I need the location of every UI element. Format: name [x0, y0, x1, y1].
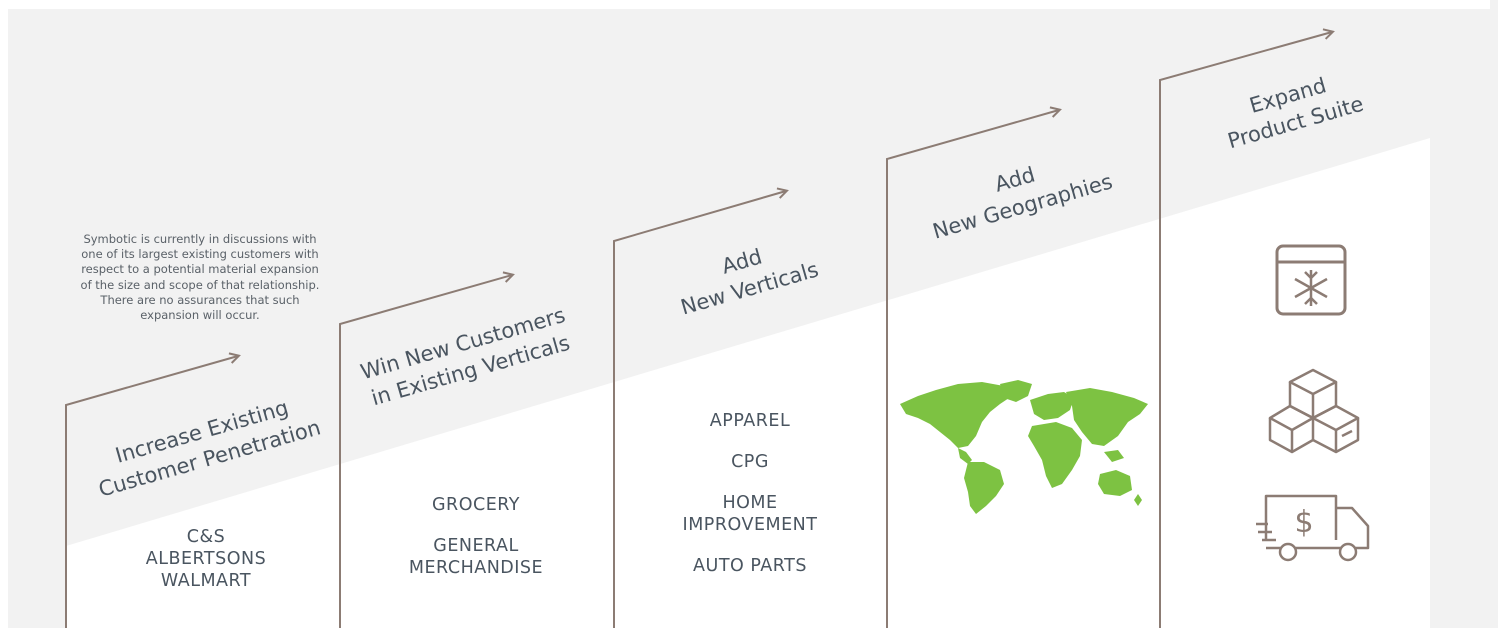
list-item: GROCERY — [431, 495, 520, 515]
top-strip — [8, 0, 1490, 9]
truck-dollar-sign: $ — [1294, 505, 1313, 540]
freezer-snowflake-icon — [1275, 244, 1347, 316]
list-item: ALBERTSONS — [145, 549, 267, 569]
step-5-bracket — [1159, 32, 1332, 628]
delivery-truck-dollar-icon — [1256, 494, 1370, 562]
step-3-bracket — [613, 191, 786, 628]
disclaimer-note: Symbotic is currently in discussions wit… — [80, 232, 320, 323]
list-item: APPAREL — [709, 411, 791, 431]
world-map-icon — [900, 380, 1148, 514]
list-item: WALMART — [160, 571, 252, 591]
stacked-boxes-icon — [1268, 368, 1360, 454]
list-item: CPG — [731, 452, 769, 472]
step-2-bracket — [339, 275, 512, 628]
step-1-bracket — [65, 356, 238, 628]
list-item: C&S — [186, 527, 226, 547]
white-area — [66, 138, 1430, 628]
right-margin — [1430, 0, 1498, 628]
step-1-items: C&S ALBERTSONS WALMART — [106, 526, 306, 592]
step-4-bracket — [886, 110, 1059, 628]
list-item: AUTO PARTS — [693, 556, 807, 576]
